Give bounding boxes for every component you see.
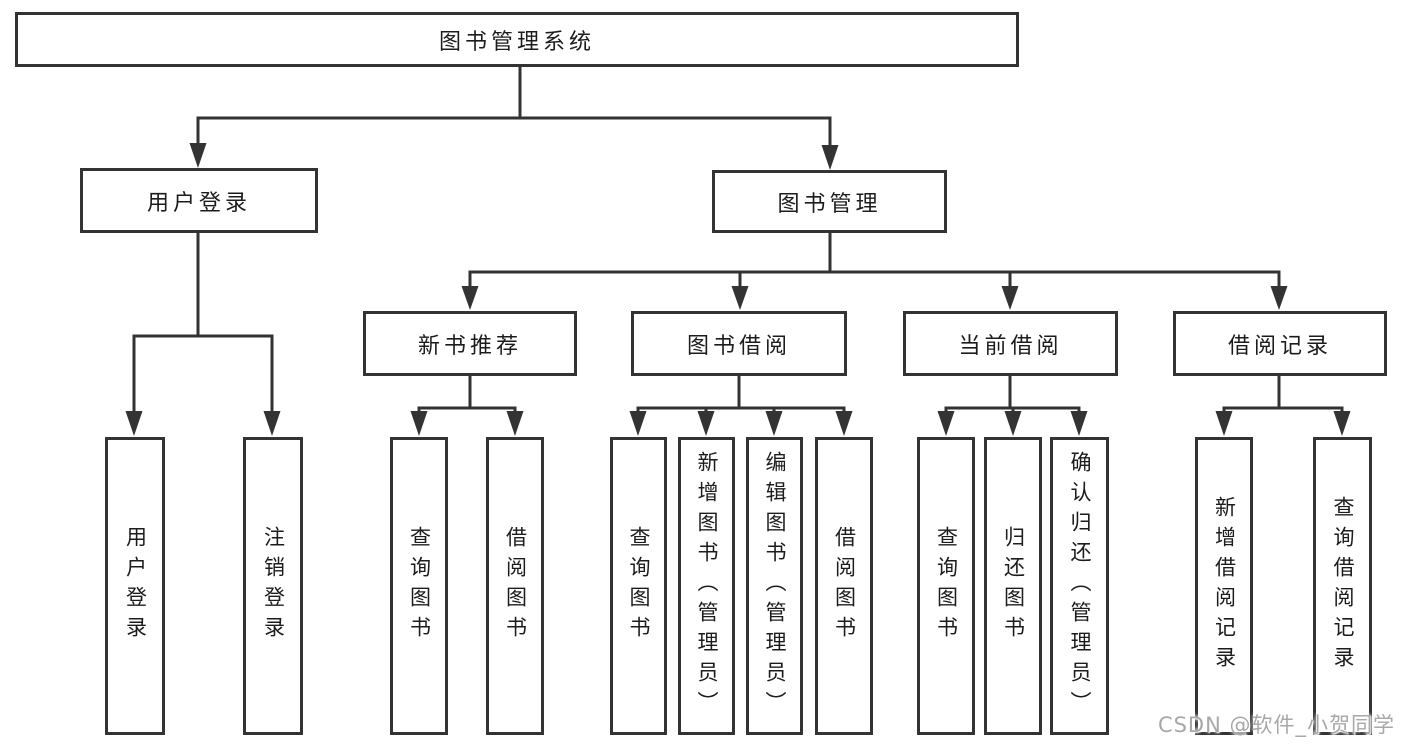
leaf-current-query-books: 查询图书 bbox=[917, 437, 975, 735]
leaf-user-login: 用户登录 bbox=[105, 437, 165, 735]
csdn-watermark: CSDN @软件_小贺同学 bbox=[1157, 713, 1395, 737]
leaf-query-borrow-record: 查询借阅记录 bbox=[1313, 437, 1372, 735]
node-book-borrow-label: 图书借阅 bbox=[686, 333, 791, 359]
leaf-add-borrow-record-label: 新增借阅记录 bbox=[1212, 496, 1237, 676]
connector-records-to-leaves bbox=[1215, 375, 1351, 436]
node-root-system-label: 图书管理系统 bbox=[438, 29, 595, 55]
leaf-user-login-label: 用户登录 bbox=[123, 526, 148, 646]
leaf-add-books-admin: 新增图书（管理员） bbox=[678, 437, 735, 735]
connector-book-management-to-level3 bbox=[461, 233, 1288, 310]
leaf-borrow-books: 借阅图书 bbox=[815, 437, 873, 735]
node-book-borrow: 图书借阅 bbox=[631, 311, 847, 376]
node-book-management: 图书管理 bbox=[712, 170, 947, 233]
leaf-current-query-books-label: 查询图书 bbox=[934, 526, 959, 646]
leaf-edit-books-admin-label: 编辑图书（管理员） bbox=[763, 451, 788, 721]
leaf-recommend-query-books-label: 查询图书 bbox=[407, 526, 432, 646]
leaf-add-books-admin-label: 新增图书（管理员） bbox=[695, 451, 720, 721]
node-root-system: 图书管理系统 bbox=[15, 12, 1019, 67]
leaf-recommend-query-books: 查询图书 bbox=[390, 437, 448, 735]
leaf-add-borrow-record: 新增借阅记录 bbox=[1195, 437, 1253, 735]
leaf-confirm-return-admin-label: 确认归还（管理员） bbox=[1068, 451, 1093, 721]
leaf-logout-label: 注销登录 bbox=[261, 526, 286, 646]
leaf-recommend-borrow-books: 借阅图书 bbox=[486, 437, 544, 735]
node-borrow-records: 借阅记录 bbox=[1173, 311, 1387, 376]
node-new-book-recommend: 新书推荐 bbox=[363, 311, 577, 376]
node-new-book-recommend-label: 新书推荐 bbox=[417, 333, 522, 359]
leaf-return-books: 归还图书 bbox=[984, 437, 1042, 735]
leaf-confirm-return-admin: 确认归还（管理员） bbox=[1050, 437, 1109, 735]
connector-user-login-to-leaves bbox=[125, 233, 281, 436]
node-user-login-label: 用户登录 bbox=[146, 190, 251, 216]
node-current-borrow: 当前借阅 bbox=[903, 311, 1118, 376]
leaf-borrow-query-books-label: 查询图书 bbox=[627, 526, 652, 646]
connector-recommend-to-leaves bbox=[410, 375, 524, 436]
node-current-borrow-label: 当前借阅 bbox=[958, 333, 1063, 359]
leaf-query-borrow-record-label: 查询借阅记录 bbox=[1331, 496, 1356, 676]
leaf-borrow-query-books: 查询图书 bbox=[610, 437, 667, 735]
leaf-return-books-label: 归还图书 bbox=[1001, 526, 1026, 646]
connector-borrow-to-leaves bbox=[629, 375, 853, 436]
connector-root-to-level2 bbox=[189, 67, 839, 170]
node-user-login: 用户登录 bbox=[80, 168, 318, 233]
connector-current-to-leaves bbox=[937, 375, 1088, 436]
leaf-edit-books-admin: 编辑图书（管理员） bbox=[746, 437, 803, 735]
leaf-logout: 注销登录 bbox=[243, 437, 303, 735]
node-borrow-records-label: 借阅记录 bbox=[1227, 333, 1332, 359]
leaf-recommend-borrow-books-label: 借阅图书 bbox=[503, 526, 528, 646]
node-book-management-label: 图书管理 bbox=[777, 191, 882, 217]
leaf-borrow-books-label: 借阅图书 bbox=[832, 526, 857, 646]
